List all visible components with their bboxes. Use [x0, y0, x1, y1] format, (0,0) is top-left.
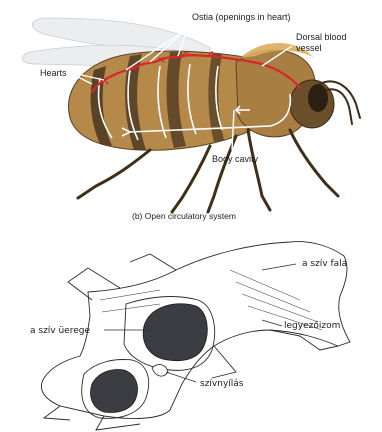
bee-head [290, 80, 334, 128]
figure-caption: (b) Open circulatory system [132, 211, 236, 221]
body-cavity-label: Body cavity [212, 154, 259, 164]
cavity-label: a szív üerege [30, 326, 90, 336]
wall-label: a szív fala [302, 259, 347, 269]
muscle-label: legyezőizom [284, 321, 340, 331]
dorsal-vessel-label-line1: Dorsal blood [296, 32, 347, 42]
dorsal-vessel-label-line2: vessel [296, 43, 322, 53]
ostia-label: Ostia (openings in heart) [192, 12, 291, 22]
hearts-label: Hearts [40, 68, 67, 78]
heart-opening [152, 365, 168, 377]
opening-label: szívnyílás [200, 379, 244, 389]
heart-cavities [91, 304, 208, 413]
